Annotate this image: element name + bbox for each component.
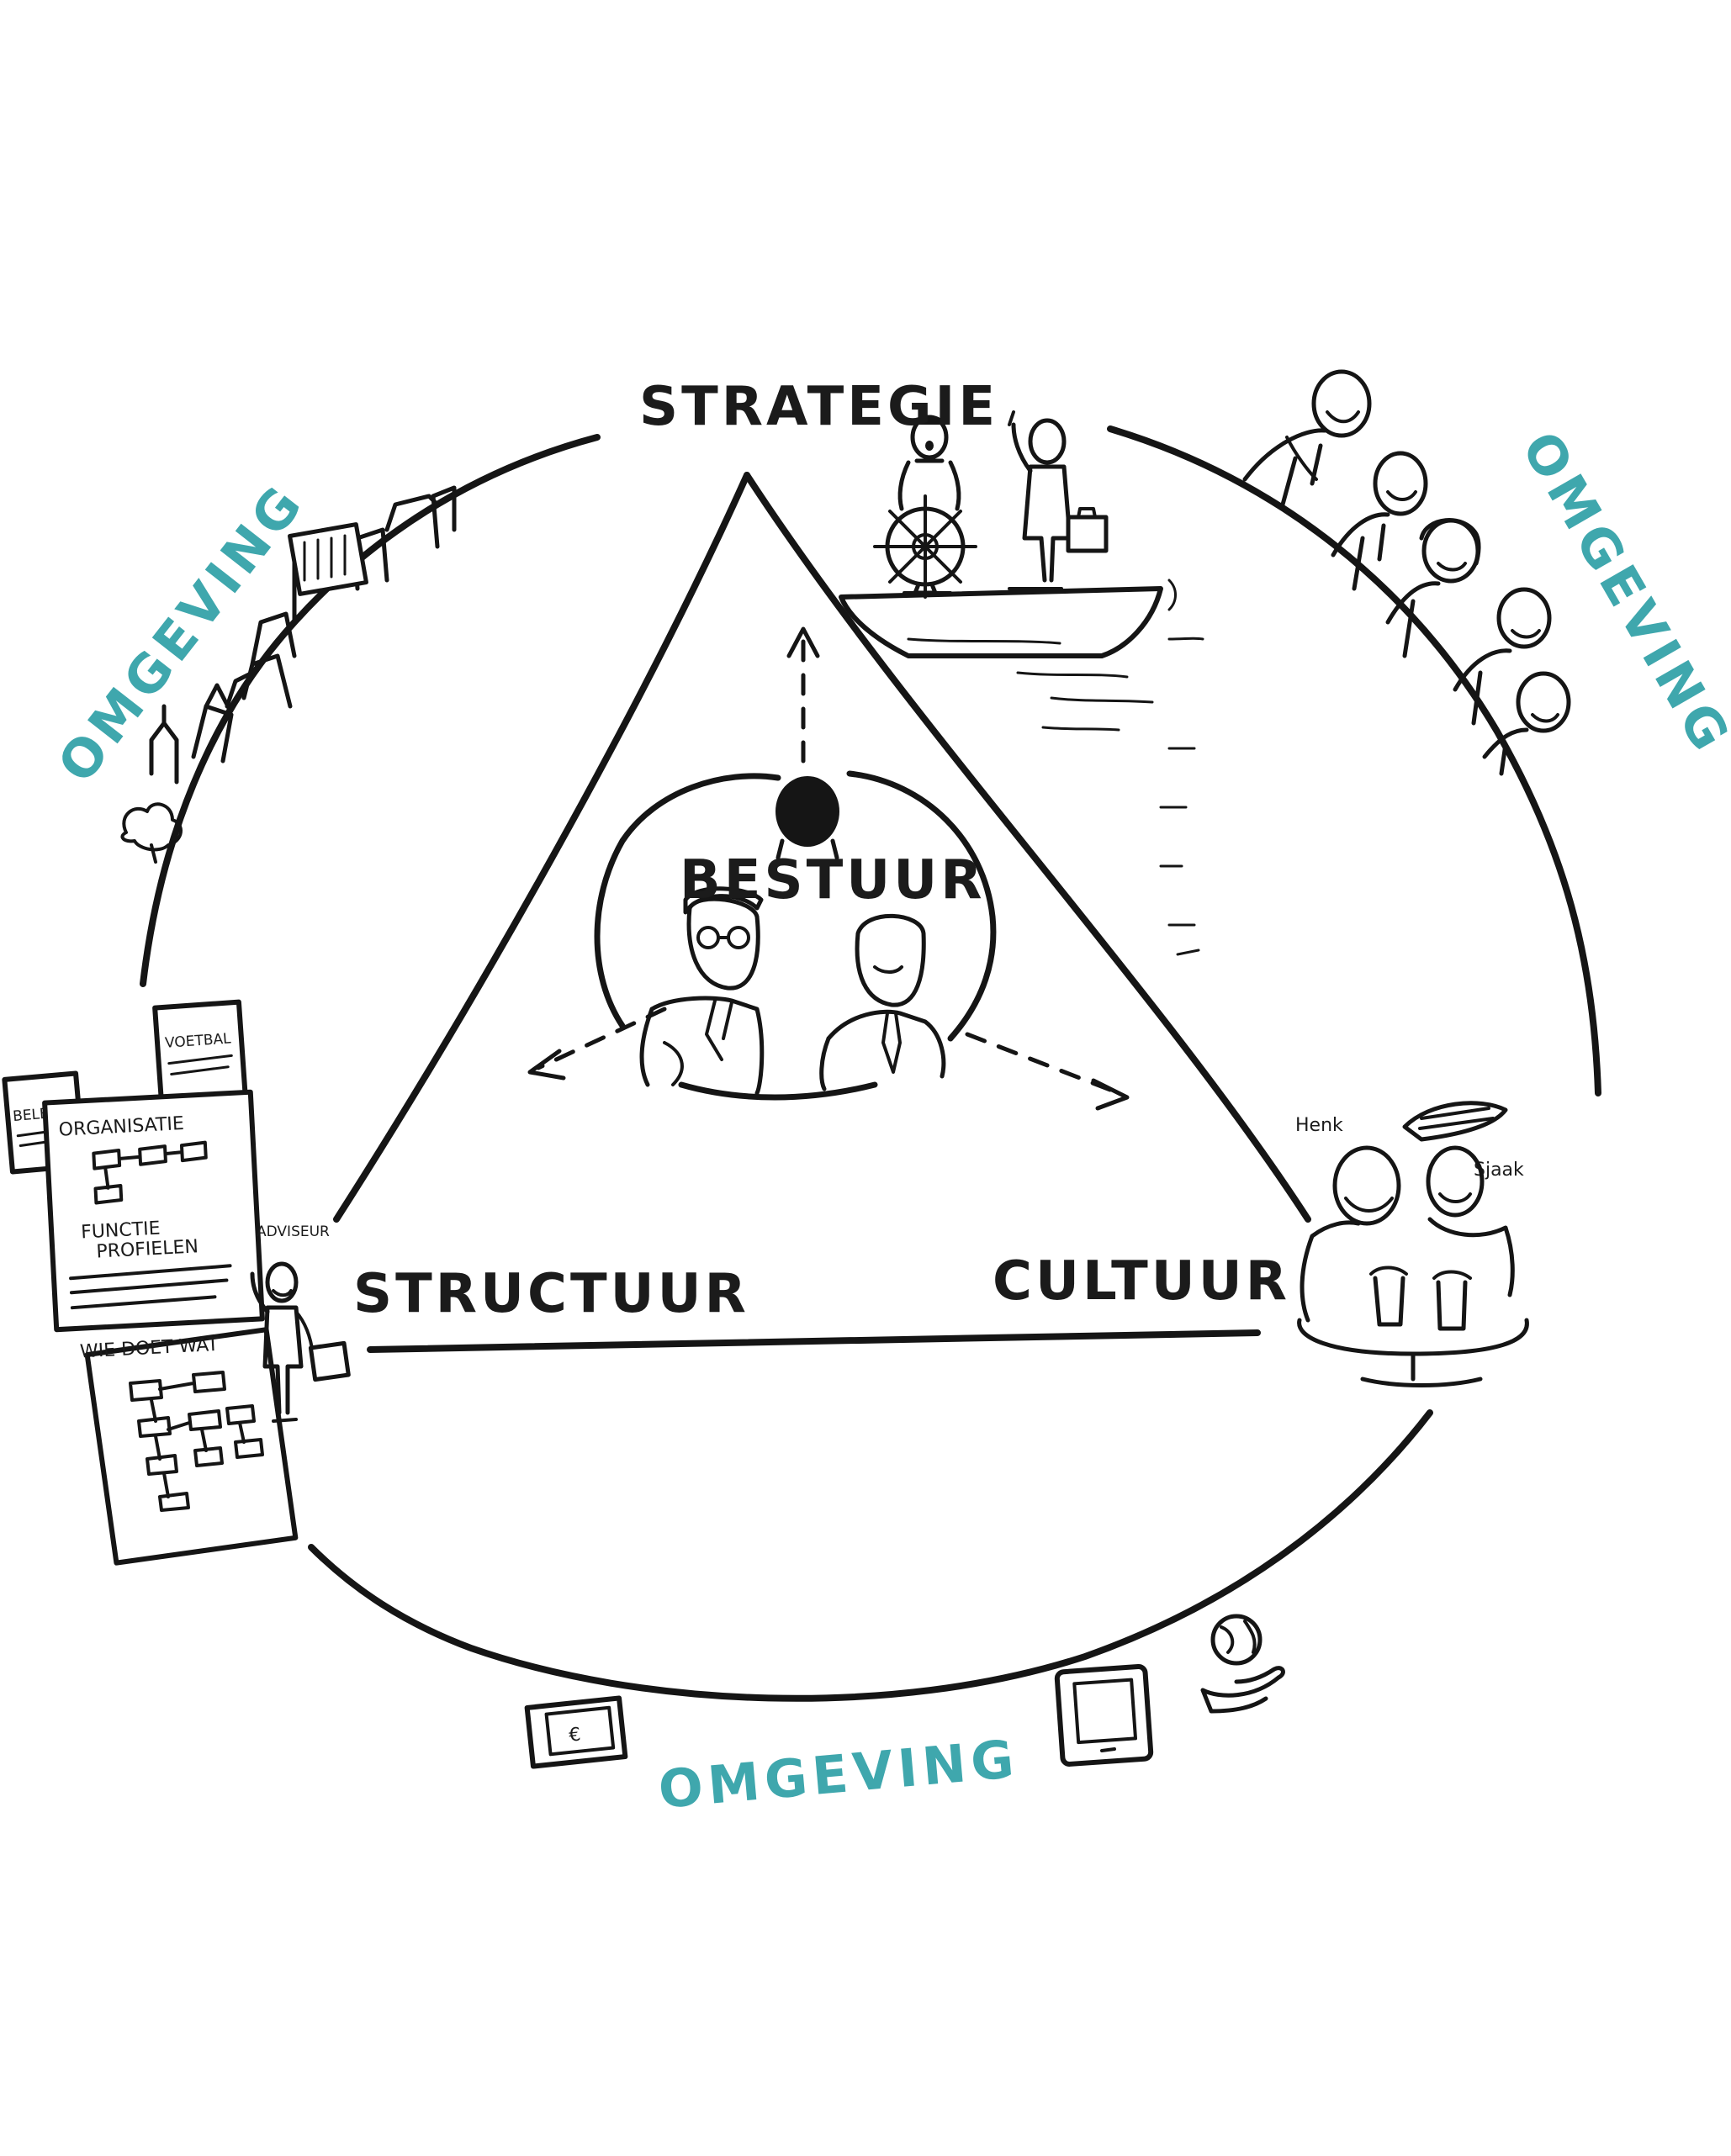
money-symbol: € — [568, 1725, 582, 1746]
people-group-illustration — [1242, 369, 1571, 776]
documents-illustration: VOETBAL BELEID ORGANISATIE FUNCTIE PROFI… — [2, 999, 351, 1566]
omgeving-bottom-label: OMGEVING — [656, 1728, 1021, 1820]
circle-arc-top-right — [1107, 425, 1601, 1096]
bestuur-circle — [594, 770, 997, 1101]
tree-icon — [120, 802, 183, 852]
manager-glasses-icon — [639, 886, 765, 1096]
city-skyline-illustration — [120, 485, 457, 864]
strategie-label: STRATEGIE — [639, 376, 998, 438]
triangle-right-side — [744, 472, 1311, 1223]
circle-arc-bottom — [308, 1409, 1433, 1702]
person-5-icon — [1482, 671, 1571, 776]
globe-in-hand-icon — [1200, 1614, 1285, 1714]
money-wallet-icon: € — [524, 1695, 628, 1769]
captain-icon — [897, 415, 961, 511]
person-2-icon — [1331, 451, 1428, 591]
bestuur-circle-arc-bottom — [678, 1081, 878, 1101]
voetbal-document: VOETBAL — [152, 999, 248, 1107]
main-labels: STRATEGIE BESTUUR STRUCTUUR CULTUUR — [353, 376, 1290, 1325]
person-3-icon — [1385, 518, 1481, 658]
environment-circle — [140, 425, 1601, 1702]
ship-hull — [839, 586, 1163, 658]
bar-table — [1297, 1318, 1529, 1387]
triangle-base — [367, 1329, 1261, 1353]
adviseur-icon: ADVISEUR — [250, 1223, 351, 1423]
church-icon — [149, 721, 179, 785]
bestuur-circle-arc-left — [594, 773, 781, 1029]
house-icon — [250, 611, 297, 667]
organisatie-document: ORGANISATIE FUNCTIE PROFIELEN — [42, 1089, 265, 1333]
structuur-label: STRUCTUUR — [353, 1263, 749, 1325]
bestuur-circle-arc-right — [846, 770, 997, 1042]
arrow-head-right — [1091, 1078, 1130, 1111]
triangle-left-side — [333, 472, 750, 1223]
sjaak-icon — [1402, 1101, 1515, 1297]
ship-wheel-icon — [873, 494, 977, 599]
bestuur-label: BESTUUR — [680, 849, 985, 912]
arrow-to-structuur — [536, 1007, 667, 1070]
managers-illustration — [639, 886, 946, 1096]
dashed-arrows — [527, 626, 1130, 1111]
arrow-head-left — [527, 1049, 566, 1081]
henk-and-sjaak-illustration: Henk Sjaak — [1295, 1101, 1529, 1387]
functie-label-line1: FUNCTIE — [81, 1218, 161, 1244]
omgeving-left-label: OMGEVING — [45, 472, 316, 794]
tower-icon — [191, 704, 234, 764]
person-1-icon — [1242, 369, 1372, 507]
businessman-icon — [1008, 410, 1109, 590]
beer-glasses-icon — [1369, 1266, 1472, 1331]
manager-right-icon — [819, 913, 946, 1091]
omgeving-right-label: OMGEVING — [1510, 421, 1731, 764]
arrow-head-up — [786, 626, 820, 658]
tablet-icon — [1054, 1663, 1154, 1767]
bottom-icons: € — [524, 1614, 1285, 1769]
person-4-icon — [1453, 587, 1552, 726]
ship-illustration — [839, 410, 1204, 956]
water-lines — [907, 637, 1061, 645]
triangle — [333, 472, 1311, 1353]
arrow-to-cultuur — [965, 1032, 1121, 1096]
henk-label: Henk — [1295, 1115, 1343, 1136]
cultuur-label: CULTUUR — [993, 1250, 1290, 1313]
leader-head-icon — [776, 776, 839, 860]
henk-icon — [1300, 1145, 1401, 1323]
adviseur-label: ADVISEUR — [257, 1223, 330, 1240]
